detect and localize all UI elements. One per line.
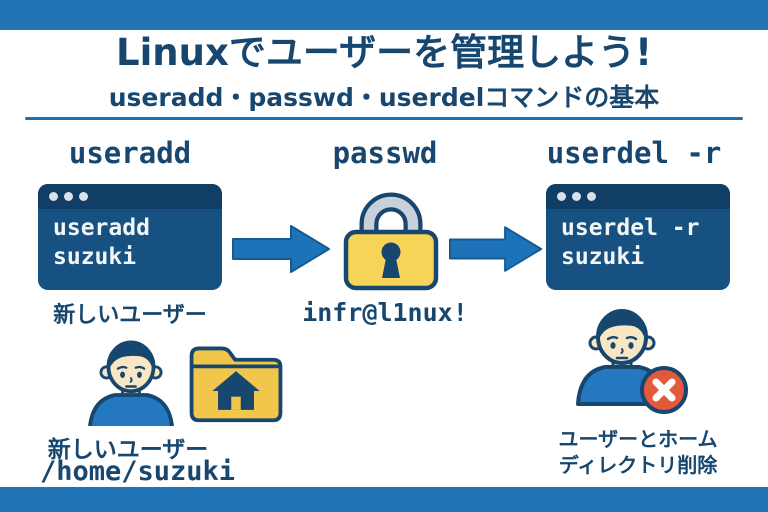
arrow-right-icon (232, 225, 330, 273)
window-dot-icon (572, 192, 581, 201)
new-user-caption-top: 新しいユーザー (53, 303, 207, 328)
window-dot-icon (64, 192, 73, 201)
user-avatar-icon (87, 340, 175, 426)
terminal-window-userdel: userdel -r suzuki (546, 184, 730, 290)
delete-caption-line2: ディレクトリ削除 (558, 453, 718, 477)
padlock-icon (343, 192, 439, 291)
terminal-window-useradd: useradd suzuki (38, 184, 222, 290)
bottom-border-bar (0, 487, 768, 512)
arrow-right-icon (449, 226, 543, 272)
header-divider (25, 117, 743, 120)
column-header-useradd: useradd (68, 136, 192, 170)
window-dot-icon (79, 192, 88, 201)
password-text: infr@l1nux! (302, 298, 468, 327)
terminal-body: userdel -r suzuki (546, 209, 730, 272)
terminal-titlebar (546, 184, 730, 209)
column-header-passwd: passwd (332, 136, 438, 170)
terminal-command-line: suzuki (53, 244, 137, 270)
terminal-titlebar (38, 184, 222, 209)
home-folder-icon (189, 346, 283, 423)
top-border-bar (0, 0, 768, 30)
column-header-userdel: userdel -r (546, 136, 722, 170)
delete-caption-line1: ユーザーとホーム (558, 427, 718, 451)
window-dot-icon (49, 192, 58, 201)
terminal-command-line: suzuki (561, 244, 645, 270)
terminal-body: useradd suzuki (38, 209, 222, 272)
page-title: Linuxでユーザーを管理しよう! (116, 31, 652, 74)
new-user-caption-bottom: 新しいユーザー (47, 437, 209, 463)
terminal-command-line: userdel -r (561, 215, 700, 241)
user-delete-icon (576, 309, 688, 414)
home-directory-path: /home/suzuki (40, 456, 236, 487)
window-dot-icon (587, 192, 596, 201)
page-subtitle: useradd・passwd・userdelコマンドの基本 (108, 83, 660, 112)
window-dot-icon (557, 192, 566, 201)
terminal-command-line: useradd (53, 215, 150, 241)
